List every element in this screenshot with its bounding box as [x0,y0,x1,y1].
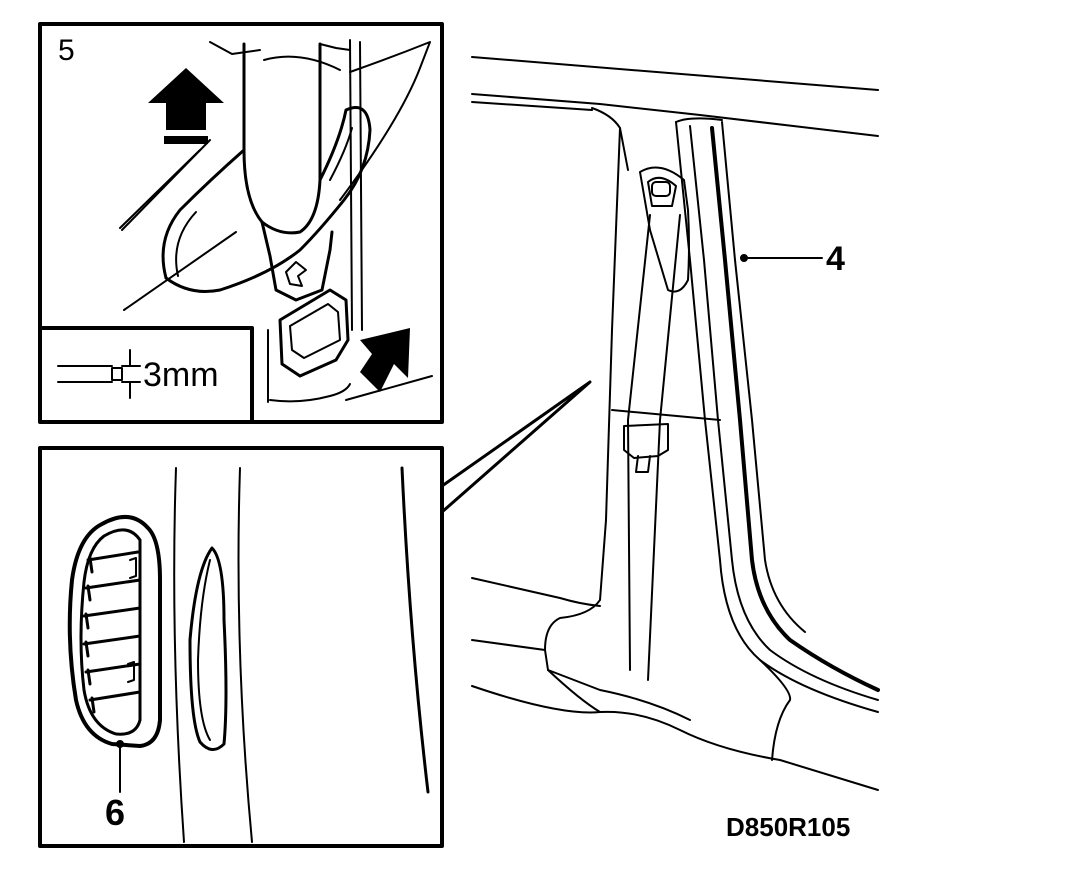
vent-louvres [84,552,140,712]
inset-trim-line-3 [402,468,428,792]
press-arrow [360,328,410,392]
sill-line-upper [472,578,600,606]
bracket-inner [290,304,340,358]
drawing-reference: D850R105 [726,812,851,842]
b-pillar-view [472,57,878,790]
trim-diagonal-1 [124,232,236,310]
trim-diagonal-2 [120,150,200,228]
window-line [612,410,720,420]
vent-grille-inner [81,530,140,734]
dim-gap-block [112,368,122,380]
detail-5-frame [40,24,442,422]
bracket-trim-edge [346,376,432,400]
inset-trim-line-1 [174,468,184,842]
vent-grille-tab-bottom [128,662,134,682]
pillar-top-junction [592,108,628,170]
sill-line-mid [472,640,545,650]
vent-grille-tab-top [130,558,136,578]
trim-panel-edge-c [360,42,362,330]
upper-anchor-plate [640,168,689,292]
upper-anchor-slot [648,178,676,206]
dimension-subbox [40,328,252,422]
belt-webbing-right [648,215,680,680]
roof-inner-edge [472,94,878,136]
trim-recess-top [210,42,260,54]
trim-diagonal-4 [264,57,340,70]
clip-body [262,222,332,300]
pillar-trim-outer [712,128,878,690]
sill-line-lower [472,686,878,790]
leader-4-dot [740,254,748,262]
trim-panel-edge-a [320,44,350,50]
trim-recess-inner [176,128,352,276]
vent-grille-outer [70,517,160,746]
pillar-trim-mid [690,126,878,700]
callout-wedge [442,382,590,512]
detail-5-label: 5 [58,34,75,67]
part-6-label: 6 [105,792,126,833]
finger-outline [244,44,320,233]
detail-6-view [40,382,590,846]
sill-bulge-left [548,670,600,712]
trim-recess-lobe [163,108,370,292]
trim-diagonal-3 [340,42,430,200]
part-4-label: 4 [826,240,845,278]
detail-5-view [40,24,442,422]
roof-outer-edge [472,57,878,90]
vent-opening-inner [198,560,210,740]
up-arrow-bar [164,136,208,144]
leader-6-dot [116,740,124,748]
bracket-lower-edge [270,384,350,401]
pillar-front-edge [545,128,620,670]
sill-bulge-right [760,660,790,760]
belt-webbing-left [628,215,650,670]
upper-anchor-bolt [652,182,670,196]
floor-edge [548,670,690,720]
up-arrow [148,68,224,130]
bracket-outline [280,290,348,376]
inset-trim-line-2 [239,468,253,842]
detail-6-frame [40,448,442,846]
belt-guide [624,424,668,458]
pillar-trim-top [676,118,722,122]
clearance-label: 3mm [143,356,219,394]
belt-guide-tab [636,456,650,472]
pillar-trim-edge [722,122,805,632]
clip-barb [286,262,306,286]
roof-lining-edge [472,102,592,110]
vent-opening [190,548,226,750]
